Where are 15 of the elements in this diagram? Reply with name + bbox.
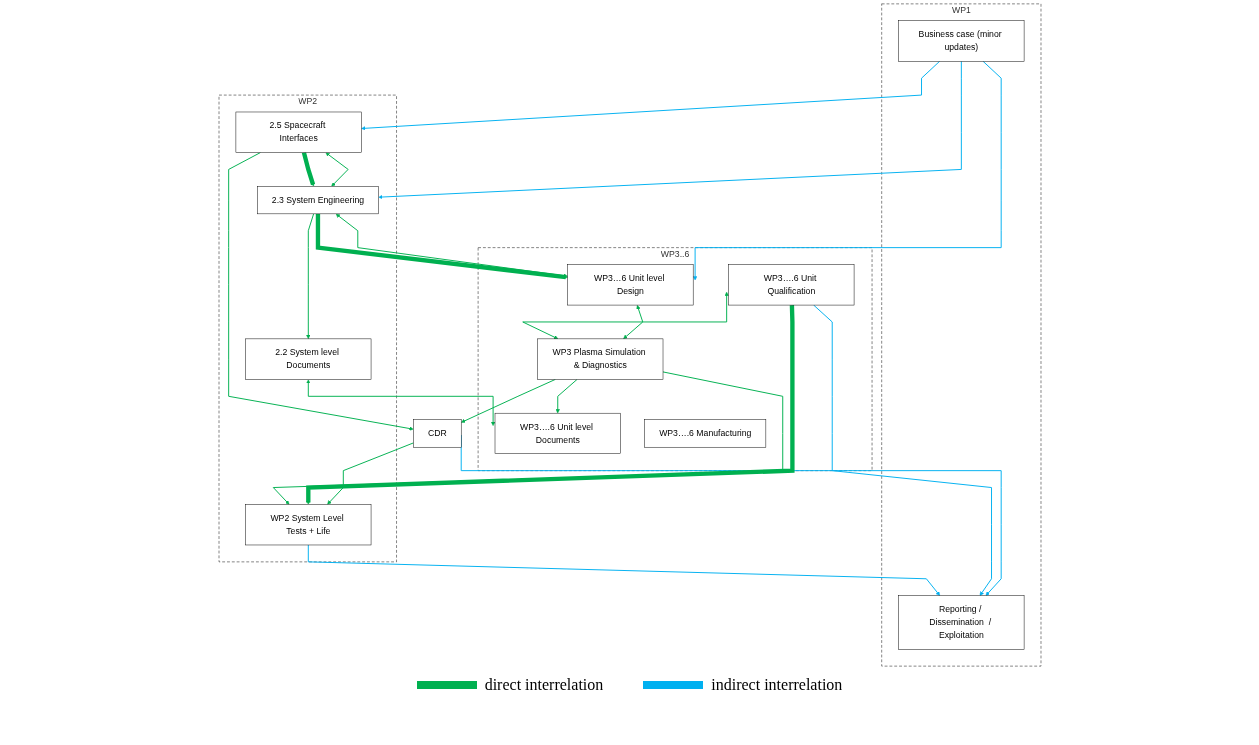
node-box: WP3….6 Unit Qualification: [727, 264, 854, 306]
node-box: 2.3 System Engineering: [256, 186, 379, 215]
node-box: WP3…6 Unit level Design: [566, 264, 693, 306]
node-box: 2.5 Spacecraft Interfaces: [235, 111, 362, 153]
legend-text: indirect interrelation: [711, 676, 843, 694]
node-box: WP3 Plasma Simulation & Diagnostics: [536, 338, 663, 380]
node-box: Reporting / Dissemination / Exploitation: [897, 595, 1024, 650]
node-box: 2.2 System level Documents: [244, 338, 371, 380]
legend-text: direct interrelation: [484, 676, 604, 694]
node-box: Business case (minor updates): [897, 20, 1024, 62]
node-box: CDR: [412, 419, 461, 448]
node-box: WP3….6 Manufacturing: [643, 419, 766, 448]
node-box: WP2 System Level Tests + Life: [244, 504, 371, 546]
node-box: WP3….6 Unit level Documents: [494, 412, 621, 454]
arrow: [301, 152, 315, 187]
